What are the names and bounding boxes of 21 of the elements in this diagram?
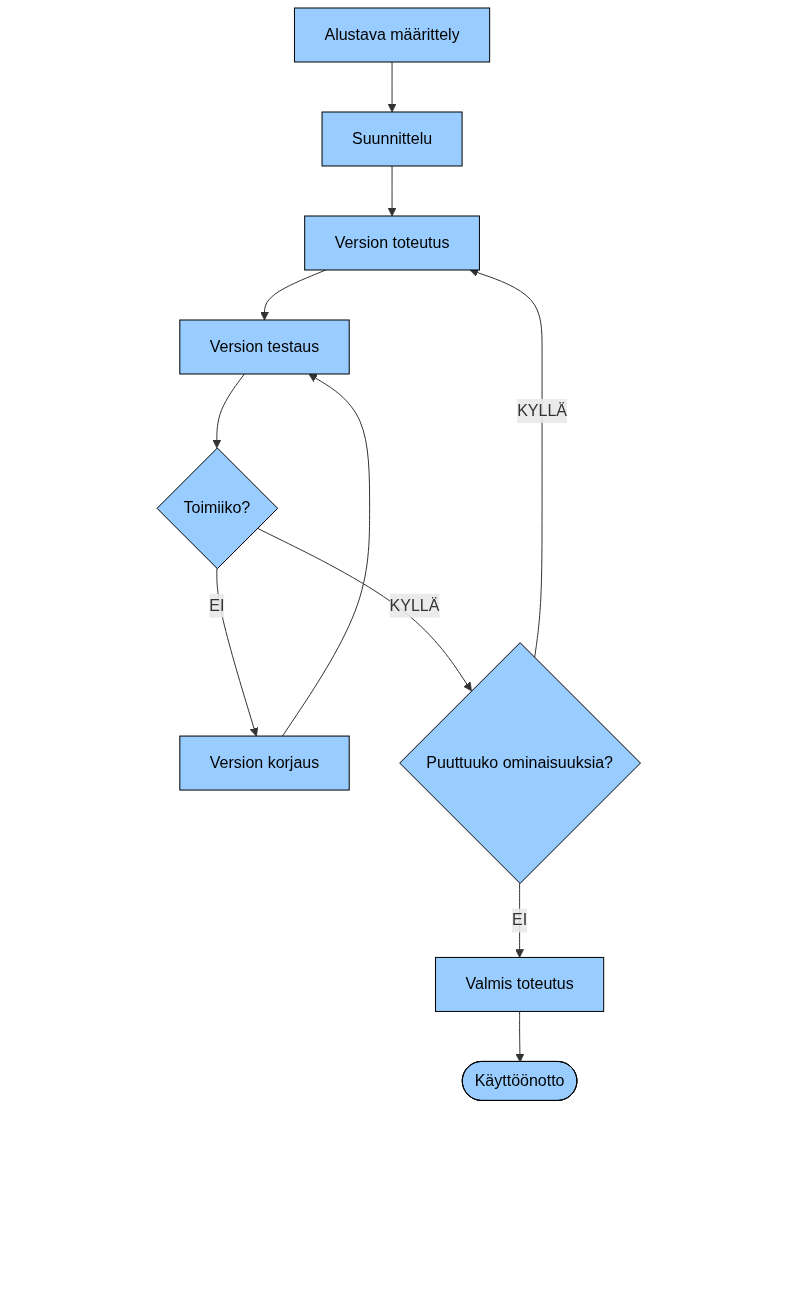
node-box: Valmis toteutus: [434, 956, 604, 1012]
arrow: [216, 568, 258, 737]
node-diamond: Puuttuuko ominaisuuksia?: [398, 642, 641, 884]
arrow: [469, 268, 543, 659]
edge-label: KYLLÄ: [389, 596, 440, 614]
arrow: [281, 373, 370, 737]
arrow: [514, 882, 524, 958]
node-diamond: Toimiiko?: [156, 447, 278, 570]
arrow: [515, 1010, 525, 1063]
node-box: Version testaus: [179, 319, 350, 375]
arrow: [387, 165, 397, 217]
edge-label: EI: [511, 911, 527, 929]
edge-label: KYLLÄ: [516, 401, 567, 419]
arrow: [256, 527, 472, 692]
node-box: Version korjaus: [179, 735, 350, 791]
node-box: Version toteutus: [303, 215, 480, 271]
node-box: Alustava määrittely: [293, 7, 490, 63]
arrow: [212, 373, 245, 449]
arrow: [387, 61, 397, 113]
edge-label: EI: [209, 596, 225, 614]
node-box: Suunnittelu: [321, 111, 463, 167]
